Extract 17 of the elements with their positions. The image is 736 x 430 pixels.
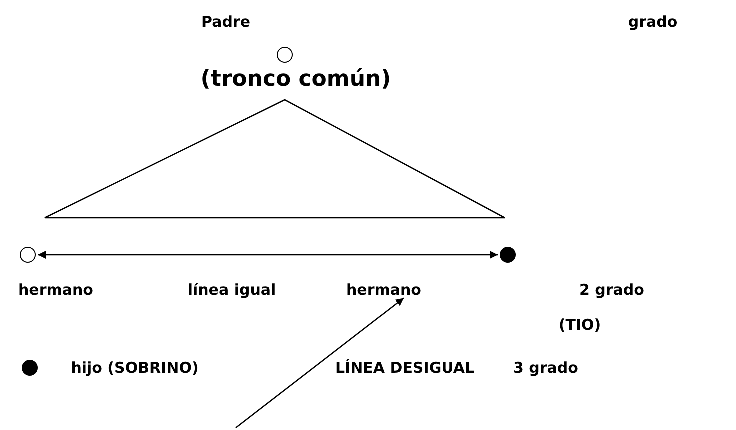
degree-label: grado bbox=[628, 14, 678, 30]
kin-label: hijo (SOBRINO) bbox=[71, 360, 199, 376]
degree-label: LÍNEA DESIGUAL bbox=[335, 360, 475, 376]
kin-label: hermano bbox=[346, 282, 422, 298]
filled-circle-symbol bbox=[22, 360, 38, 376]
kin-label: hermano bbox=[18, 282, 94, 298]
filled-circle-symbol bbox=[500, 247, 516, 263]
degree-label: 3 grado bbox=[514, 360, 578, 376]
hollow-circle-symbol bbox=[277, 47, 293, 63]
kin-label: Padre bbox=[201, 14, 251, 30]
edge-label: línea igual bbox=[188, 282, 276, 298]
arrow bbox=[236, 298, 404, 429]
kin-label: (tronco común) bbox=[200, 68, 392, 92]
degree-label: 2 grado bbox=[580, 282, 644, 298]
degree-label: (TIO) bbox=[558, 316, 602, 334]
arrow bbox=[38, 251, 498, 259]
hollow-circle-symbol bbox=[20, 247, 36, 263]
